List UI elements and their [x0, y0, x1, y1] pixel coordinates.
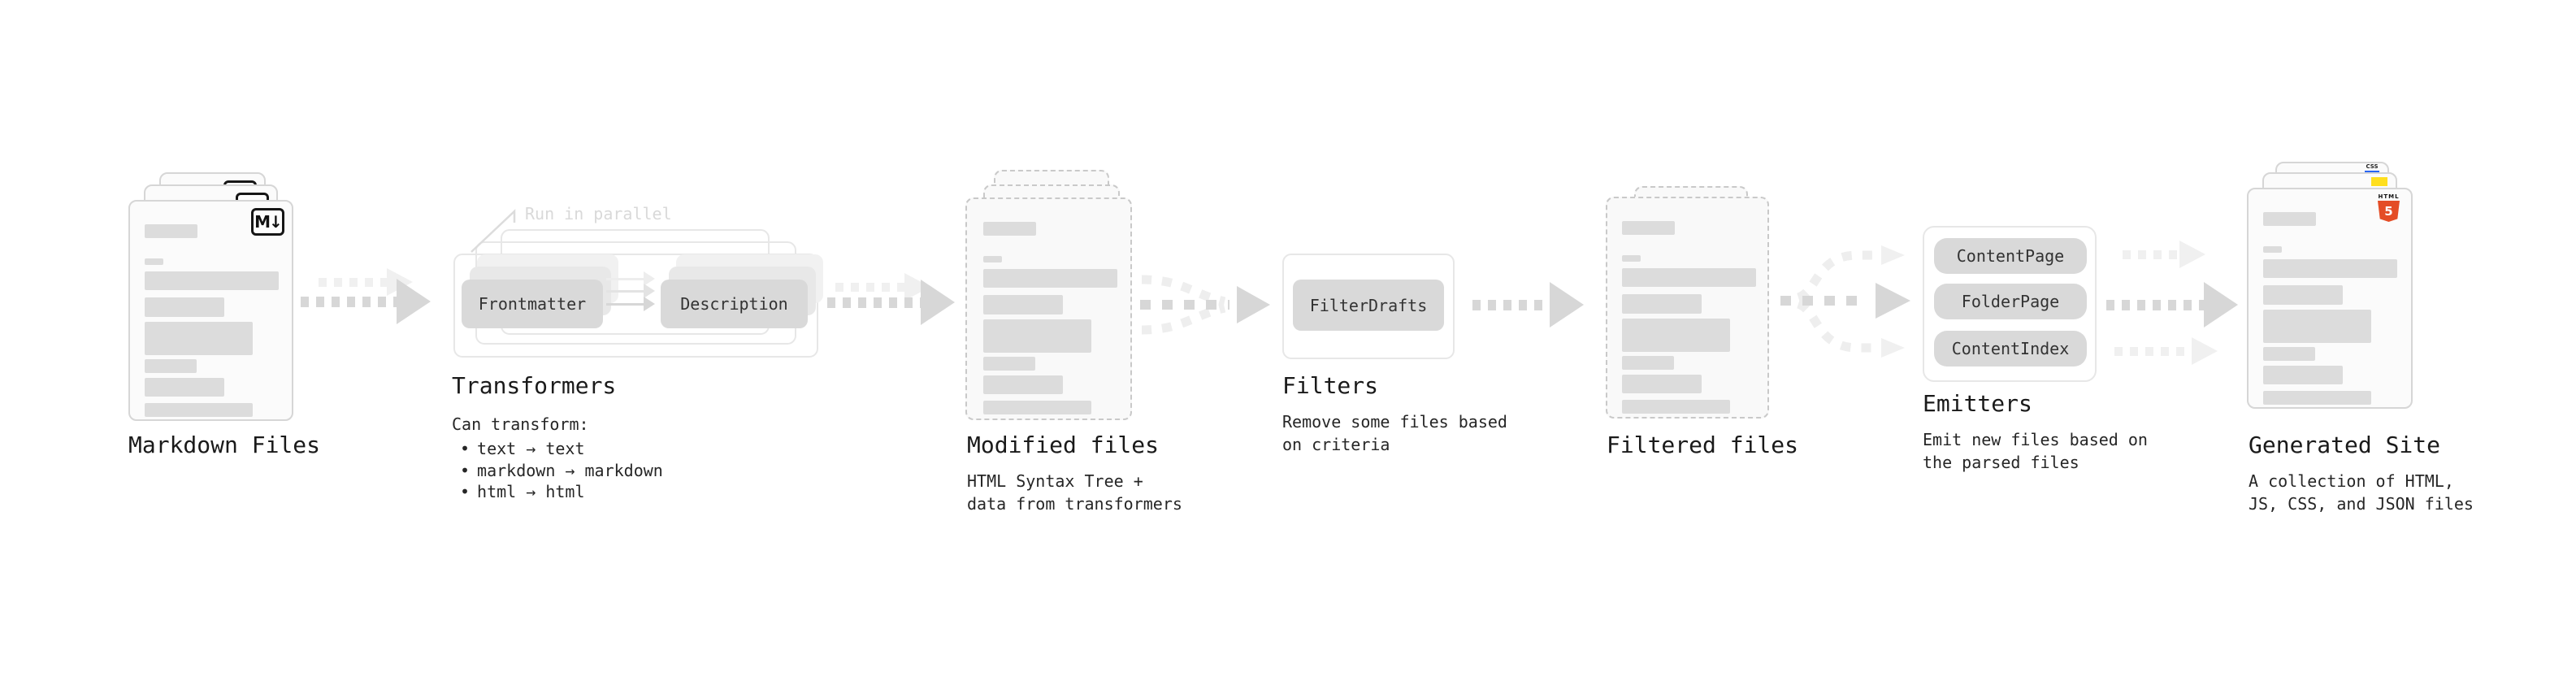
- modified-files-title: Modified files: [967, 432, 1160, 458]
- skeleton-bar: [983, 319, 1091, 353]
- filtered-file-doc-front: [1606, 197, 1769, 419]
- skeleton-bar: [983, 256, 1002, 262]
- markdown-icon: M↓: [251, 208, 284, 236]
- html5-icon-number: 5: [2384, 204, 2393, 219]
- run-in-parallel-note: Run in parallel: [525, 204, 672, 223]
- css-icon: CSS: [2365, 164, 2379, 173]
- skeleton-bar: [983, 401, 1091, 414]
- skeleton-bar: [2263, 347, 2315, 361]
- emitter-step-contentpage: ContentPage: [1934, 238, 2087, 274]
- arrow-markdown-to-transformers: [301, 279, 431, 324]
- transformers-description-heading: Can transform:: [452, 414, 589, 434]
- css-icon-underline: [2365, 171, 2379, 173]
- skeleton-bar: [2263, 259, 2397, 278]
- bullet-text: text → text: [477, 439, 585, 458]
- emitters-title: Emitters: [1923, 390, 2032, 417]
- transformer-step-frontmatter: Frontmatter: [462, 280, 603, 328]
- html5-icon: HTML 5: [2378, 193, 2400, 222]
- transform-bullet-item: • markdown → markdown: [460, 461, 663, 480]
- skeleton-bar: [145, 403, 253, 417]
- arrow-emitters-to-site-top: [2123, 241, 2205, 268]
- emitter-step-contentindex: ContentIndex: [1934, 331, 2087, 367]
- filter-step-filterdrafts: FilterDrafts: [1293, 280, 1444, 331]
- step-arrow: [606, 271, 655, 286]
- skeleton-bar: [2263, 285, 2343, 305]
- transformer-step-description: Description: [661, 280, 808, 328]
- bullet-dot: •: [460, 461, 471, 480]
- skeleton-bar: [983, 269, 1117, 288]
- skeleton-bar: [145, 378, 224, 397]
- generated-site-title: Generated Site: [2249, 432, 2441, 458]
- transform-bullet-item: • text → text: [460, 439, 585, 458]
- skeleton-bar: [1622, 255, 1641, 262]
- skeleton-bar: [2263, 212, 2316, 226]
- css-icon-label: CSS: [2366, 163, 2379, 170]
- emitters-description: Emit new files based on the parsed files: [1923, 430, 2148, 472]
- modified-file-doc-front: [965, 197, 1132, 420]
- generated-site-description: A collection of HTML, JS, CSS, and JSON …: [2249, 471, 2474, 514]
- filters-container: [1282, 254, 1455, 359]
- bullet-dot: •: [460, 439, 471, 458]
- skeleton-bar: [145, 359, 197, 373]
- transformers-title: Transformers: [452, 372, 617, 399]
- skeleton-bar: [1622, 294, 1702, 314]
- skeleton-bar: [983, 357, 1035, 371]
- filtered-files-title: Filtered files: [1607, 432, 1799, 458]
- markdown-files-title: Markdown Files: [128, 432, 321, 458]
- skeleton-bar: [2263, 246, 2282, 253]
- filters-title: Filters: [1282, 372, 1379, 399]
- skeleton-bar: [983, 375, 1063, 394]
- arrow-transformers-to-modified: [827, 280, 955, 325]
- run-in-parallel-callout-line: [471, 209, 516, 253]
- html5-icon-shield: 5: [2378, 201, 2400, 222]
- filters-description: Remove some files based on criteria: [1282, 412, 1507, 454]
- skeleton-bar: [1622, 268, 1756, 287]
- step-arrow: [606, 284, 655, 298]
- skeleton-bar: [1622, 356, 1674, 370]
- skeleton-bar: [145, 258, 163, 265]
- skeleton-bar: [2263, 310, 2371, 343]
- html5-icon-label: HTML: [2378, 193, 2400, 200]
- transform-bullet-item: • html → html: [460, 482, 585, 501]
- skeleton-bar: [145, 224, 197, 238]
- bullet-text: html → html: [477, 482, 585, 501]
- merge-arrow-modified-to-filters: [1140, 275, 1270, 335]
- modified-files-description: HTML Syntax Tree + data from transformer…: [967, 471, 1182, 514]
- arrow-emitters-to-site-middle: [2106, 282, 2238, 327]
- split-arrow-filtered-to-emitters: [1780, 245, 1910, 358]
- skeleton-bar: [1622, 400, 1730, 414]
- skeleton-bar: [2263, 366, 2343, 384]
- skeleton-bar: [1622, 319, 1730, 352]
- arrow-filters-to-filtered: [1472, 282, 1584, 327]
- markdown-file-doc-front: M↓: [128, 200, 293, 421]
- step-arrow: [606, 297, 655, 311]
- skeleton-bar: [1622, 375, 1702, 393]
- arrow-emitters-to-site-bottom: [2114, 337, 2218, 365]
- skeleton-bar: [983, 295, 1063, 314]
- skeleton-bar: [2263, 391, 2371, 405]
- skeleton-bar: [983, 222, 1036, 236]
- emitters-container: [1923, 226, 2097, 382]
- bullet-text: markdown → markdown: [477, 461, 663, 480]
- transformers-container-front: [453, 254, 818, 358]
- generated-site-doc-html: HTML 5: [2247, 188, 2413, 409]
- bullet-dot: •: [460, 482, 471, 501]
- skeleton-bar: [145, 271, 279, 290]
- emitter-step-folderpage: FolderPage: [1934, 284, 2087, 319]
- js-icon: [2371, 177, 2387, 186]
- skeleton-bar: [145, 322, 253, 355]
- skeleton-bar: [1622, 221, 1675, 235]
- skeleton-bar: [145, 297, 224, 317]
